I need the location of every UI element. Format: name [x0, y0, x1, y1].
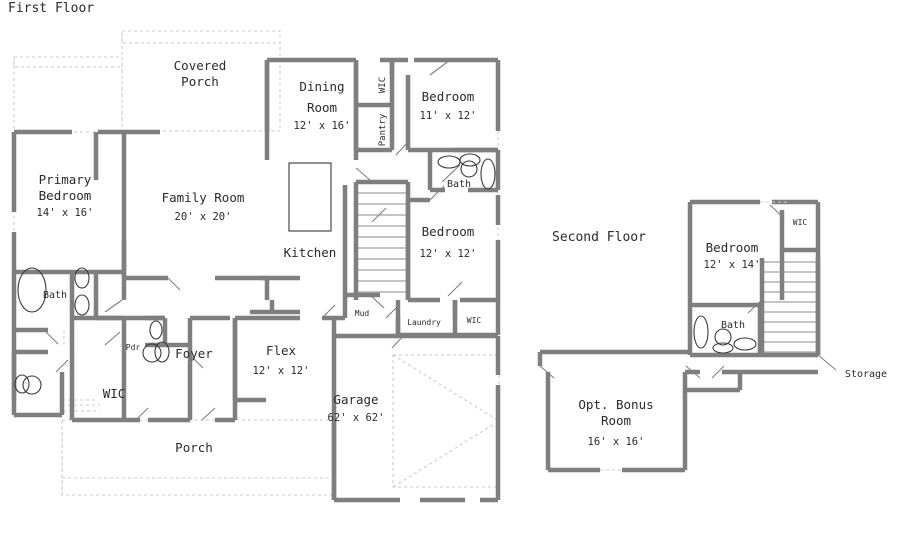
second-floor-dashed: [600, 201, 790, 471]
first-floor-walls: [11, 57, 501, 503]
sink-icon: [149, 320, 163, 340]
toilet-icon: [142, 343, 162, 363]
toilet-icon: [22, 375, 42, 395]
room-dim-sf-bedroom: 12' x 14': [704, 259, 761, 271]
stair-treads-icon: [358, 192, 406, 293]
room-dim-family-room: 20' x 20': [175, 211, 232, 223]
room-label-flex: Flex: [266, 343, 297, 358]
room-label-garage: Garage: [333, 392, 378, 407]
second-floor-fixtures: [693, 261, 816, 354]
room-label-dining-room-2: Room: [307, 100, 337, 115]
second-floor-walls: [537, 199, 821, 473]
room-dim-bonus: 16' x 16': [588, 436, 645, 448]
tub-icon: [17, 267, 47, 313]
room-label-bonus-2: Room: [601, 413, 631, 428]
room-label-wic-main: WIC: [103, 386, 126, 401]
room-label-kitchen: Kitchen: [284, 245, 337, 260]
room-label-family-room: Family Room: [162, 190, 245, 205]
room-label-sf-bedroom: Bedroom: [706, 240, 759, 255]
sink-icon: [437, 155, 461, 169]
room-label-pantry-vertical: Pantry: [378, 113, 388, 146]
room-label-primary-bedroom: Primary: [39, 172, 92, 187]
room-label-bedroom-11x12: Bedroom: [422, 89, 475, 104]
sink-icon: [74, 267, 90, 289]
room-label-foyer: Foyer: [175, 346, 213, 361]
room-label-mud: Mud: [355, 309, 370, 318]
room-dim-garage: 62' x 62': [328, 412, 385, 424]
room-label-sf-storage: Storage: [845, 369, 887, 380]
room-label-wic-hall: WIC: [467, 316, 482, 325]
room-dim-bedroom-12x12: 12' x 12': [420, 248, 477, 260]
room-label-bedroom-12x12: Bedroom: [422, 224, 475, 239]
room-label-sf-wic: WIC: [793, 218, 808, 227]
room-label-laundry: Laundry: [407, 318, 441, 327]
first-floor-title: First Floor: [8, 1, 94, 16]
sink-icon: [733, 337, 757, 351]
sink-icon: [74, 294, 90, 316]
room-label-powder: Pdr: [126, 343, 141, 352]
sink-icon: [459, 153, 481, 167]
room-dim-bedroom-11x12: 11' x 12': [420, 110, 477, 122]
toilet-icon: [714, 328, 732, 346]
room-dim-primary-bedroom: 14' x 16': [37, 207, 94, 219]
room-label-covered-porch: Covered: [174, 58, 227, 73]
kitchen-island-icon: [288, 162, 332, 232]
toilet-icon: [460, 160, 478, 178]
room-dim-dining-room: 12' x 16': [294, 120, 351, 132]
room-label-dining-room: Dining: [299, 79, 344, 94]
room-label-sf-bath: Bath: [721, 320, 745, 331]
first-floor-fixtures: [14, 153, 496, 395]
room-label-wic-vertical: WIC: [378, 77, 388, 93]
tub-icon: [480, 158, 496, 190]
room-label-covered-porch-2: Porch: [181, 74, 219, 89]
toilet-tank-icon: [154, 341, 170, 363]
room-label-bath-upper: Bath: [447, 179, 471, 190]
room-label-bath-primary: Bath: [43, 290, 67, 301]
second-floor-title: Second Floor: [552, 230, 646, 245]
room-label-primary-bedroom-2: Bedroom: [39, 188, 92, 203]
tub-icon: [693, 315, 709, 349]
second-floor-door-swings: [539, 204, 837, 379]
room-label-bonus: Opt. Bonus: [578, 397, 653, 412]
toilet-base-icon: [712, 342, 734, 354]
room-label-porch: Porch: [175, 440, 213, 455]
sink-icon: [14, 374, 30, 394]
room-dim-flex: 12' x 12': [253, 365, 310, 377]
stair-treads-icon: [764, 261, 816, 353]
